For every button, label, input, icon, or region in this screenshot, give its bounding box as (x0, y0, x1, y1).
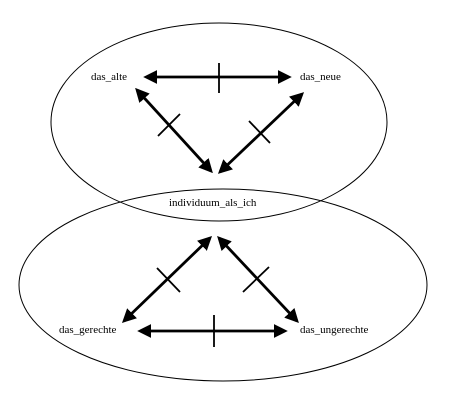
lower-ellipse (18, 188, 428, 382)
edge-alte-individuum (135, 87, 213, 174)
edge-individuum-ungerechte (217, 235, 299, 324)
upper-ellipse (50, 22, 388, 222)
edge-alte-individuum-cross (157, 113, 181, 137)
edge-neue-individuum-cross (248, 120, 271, 144)
edge-individuum-gerechte-cross (156, 267, 181, 293)
node-das-ungerechte: das_ungerechte (300, 324, 369, 336)
node-das-neue: das_neue (300, 71, 341, 83)
node-individuum-als-ich: individuum_als_ich (169, 197, 257, 209)
node-das-gerechte: das_gerechte (59, 324, 117, 336)
edge-individuum-ungerechte-cross (242, 266, 270, 293)
node-das-alte: das_alte (91, 71, 127, 83)
